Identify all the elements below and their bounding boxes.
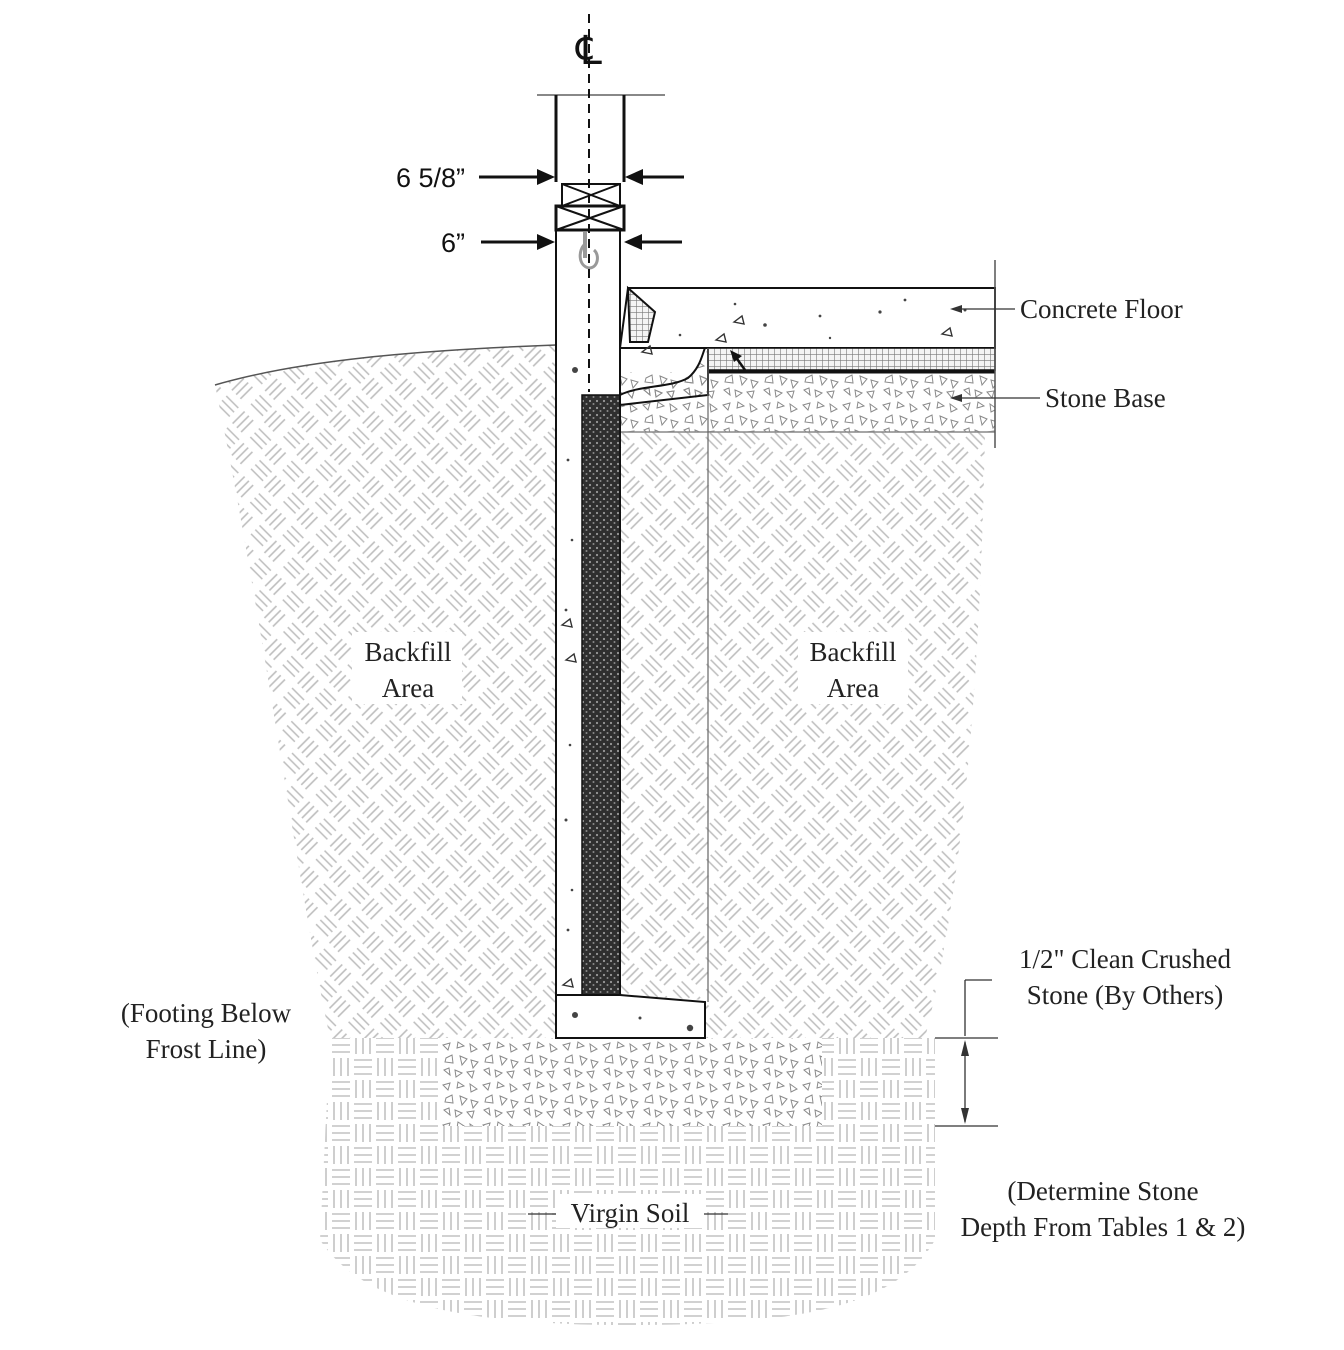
label-virgin-soil: Virgin Soil [571,1198,690,1228]
sill-plate-upper-cross [561,183,621,207]
label-depth-1: (Determine Stone [1007,1176,1198,1206]
wall-insulation [581,394,621,996]
label-backfill-right-1: Backfill [810,637,897,667]
backfill-right-label-bg [798,632,908,704]
anchor-bolt-icon [578,232,599,270]
centerline-symbol: ℄ [575,28,602,74]
label-clean-stone-2: Stone (By Others) [1027,980,1223,1010]
grade-line [214,344,557,386]
label-footing-1: (Footing Below [121,998,292,1028]
label-backfill-right-2: Area [827,673,879,703]
drain-gravel-fillet [619,347,709,407]
label-leaders [528,305,1040,1215]
stone-base-region [620,372,995,432]
label-stone-base: Stone Base [1045,383,1166,413]
clean-crushed-stone-bed-fill [442,1038,822,1126]
wall-aggregate [560,367,694,1032]
label-backfill-left-1: Backfill [365,637,452,667]
edge-insulation-strip [626,285,657,343]
concrete-floor-slab [618,287,996,349]
slab-aggregate [640,298,967,355]
label-backfill-left-2: Area [382,673,434,703]
backfill-left-label-bg [352,632,462,704]
wall-footing [555,994,706,1039]
label-clean-stone-1: 1/2" Clean Crushed [1019,944,1231,974]
lower-width-dimension [481,234,682,250]
label-depth-2: Depth From Tables 1 & 2) [961,1212,1246,1242]
virgin-soil-label-bg [556,1194,704,1228]
sill-plate-lower-cross [555,205,625,231]
dimension-upper-width: 6 5/8” [396,163,465,193]
upper-width-dimension [479,169,684,185]
dimension-lower-width: 6” [441,228,465,258]
vapor-barrier-layer [707,347,996,371]
label-footing-2: Frost Line) [146,1034,267,1064]
backfill-right-region [620,432,985,1038]
label-concrete-floor: Concrete Floor [1020,294,1183,324]
